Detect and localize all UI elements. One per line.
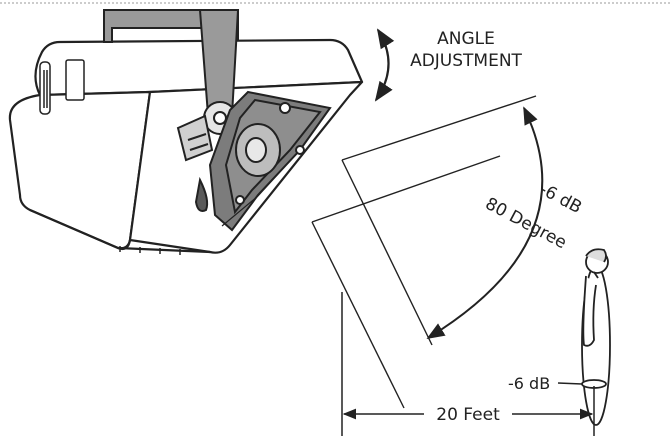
vent-slots [39, 59, 85, 115]
distance-dimension [341, 292, 595, 436]
angle-adjustment-title: ANGLE [437, 29, 495, 49]
db-label-upper: -6 dB [536, 179, 585, 218]
db-pointer-line [557, 382, 583, 385]
driver-assembly [194, 90, 332, 232]
angle-adjust-arrow [374, 28, 395, 102]
mounting-bracket [103, 9, 240, 116]
db-label-lower: -6 dB [508, 374, 550, 393]
listener-figure [581, 248, 611, 426]
coverage-lines [311, 95, 537, 409]
bracket-knob[interactable] [176, 101, 237, 162]
coverage-angle-arc [426, 106, 544, 339]
distance-label: 20 Feet [436, 405, 500, 425]
bottom-ticks [119, 246, 181, 255]
angle-adjustment-subtitle: ADJUSTMENT [410, 51, 522, 71]
